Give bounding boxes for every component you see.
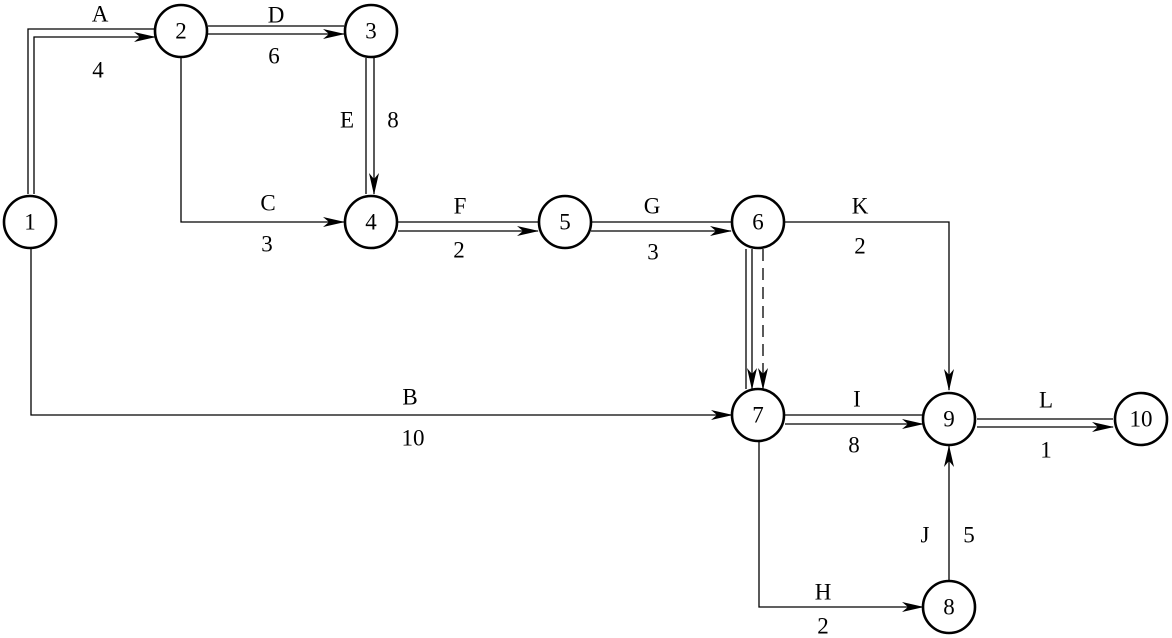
node-9-circle: [921, 391, 977, 447]
edge-d: D 6: [208, 3, 345, 69]
node-5: 5: [537, 194, 593, 250]
edges-layer: A 4 D 6 E 8 C 3 F 2: [27, 2, 1114, 638]
node-2: 2: [153, 3, 209, 59]
edge-l-duration-label: 1: [1040, 438, 1052, 463]
edge-c-duration-label: 3: [261, 232, 273, 257]
edge-l-activity-label: L: [1039, 388, 1053, 413]
node-2-label: 2: [175, 19, 187, 44]
node-7-label: 7: [752, 403, 764, 428]
node-6-label: 6: [752, 210, 764, 235]
node-5-label: 5: [559, 210, 571, 235]
nodes-layer: 1 2 3 4 5 6 7 8: [2, 3, 1169, 635]
edge-i: I 8: [785, 387, 924, 458]
edge-h-duration-label: 2: [817, 614, 829, 638]
edge-e-activity-label: E: [340, 108, 354, 133]
node-3-circle: [343, 3, 399, 59]
edge-a-activity-label: A: [92, 2, 109, 27]
edge-g-duration-label: 3: [647, 240, 659, 265]
edge-g: G 3: [591, 194, 732, 265]
node-7-circle: [730, 387, 786, 443]
node-3: 3: [343, 3, 399, 59]
edge-k-activity-label: K: [852, 194, 869, 219]
edge-j-duration-label: 5: [963, 523, 975, 548]
node-1: 1: [2, 194, 58, 250]
edge-a-line-inner: [33, 32, 156, 194]
node-3-label: 3: [365, 19, 377, 44]
node-6-circle: [730, 194, 786, 250]
edge-l: L 1: [977, 388, 1114, 463]
edge-i-activity-label: I: [853, 387, 861, 412]
edge-f-duration-label: 2: [453, 238, 465, 263]
edge-j: J 5: [921, 445, 975, 580]
edge-c-line: [180, 58, 345, 227]
edge-j-activity-label: J: [921, 523, 930, 548]
edge-d-activity-label: D: [268, 3, 285, 28]
edge-k: K 2: [784, 194, 954, 391]
edge-a-duration-label: 4: [92, 58, 104, 83]
edge-b-activity-label: B: [402, 385, 417, 410]
node-1-circle: [2, 194, 58, 250]
edge-a: A 4: [27, 2, 156, 194]
edge-e: E 8: [340, 58, 399, 195]
node-9-label: 9: [943, 407, 955, 432]
node-7: 7: [730, 387, 786, 443]
edge-e-duration-label: 8: [387, 108, 399, 133]
node-4-label: 4: [365, 210, 377, 235]
edge-g-activity-label: G: [644, 194, 661, 219]
edge-h: H 2: [758, 442, 924, 638]
edge-i-duration-label: 8: [848, 433, 860, 458]
edge-a-line: [27, 28, 155, 194]
edge-dummy: [745, 249, 768, 390]
edge-b-duration-label: 10: [402, 426, 425, 451]
edge-h-line: [758, 442, 924, 612]
edge-b-line: [30, 248, 733, 420]
edge-b: B 10: [30, 248, 733, 451]
edge-f: F 2: [398, 194, 539, 263]
node-8-circle: [921, 579, 977, 635]
node-6: 6: [730, 194, 786, 250]
node-1-label: 1: [24, 210, 36, 235]
node-2-circle: [153, 3, 209, 59]
node-9: 9: [921, 391, 977, 447]
edge-h-activity-label: H: [815, 580, 832, 605]
edge-d-duration-label: 6: [268, 44, 280, 69]
node-8: 8: [921, 579, 977, 635]
node-8-label: 8: [943, 595, 955, 620]
node-4-circle: [343, 194, 399, 250]
edge-k-line: [784, 221, 954, 391]
node-5-circle: [537, 194, 593, 250]
node-4: 4: [343, 194, 399, 250]
node-10-label: 10: [1130, 407, 1153, 432]
edge-c: C 3: [180, 58, 345, 257]
node-10-circle: [1113, 391, 1169, 447]
edge-k-duration-label: 2: [854, 234, 866, 259]
edge-f-activity-label: F: [454, 194, 467, 219]
edge-c-activity-label: C: [260, 191, 275, 216]
node-10: 10: [1113, 391, 1169, 447]
